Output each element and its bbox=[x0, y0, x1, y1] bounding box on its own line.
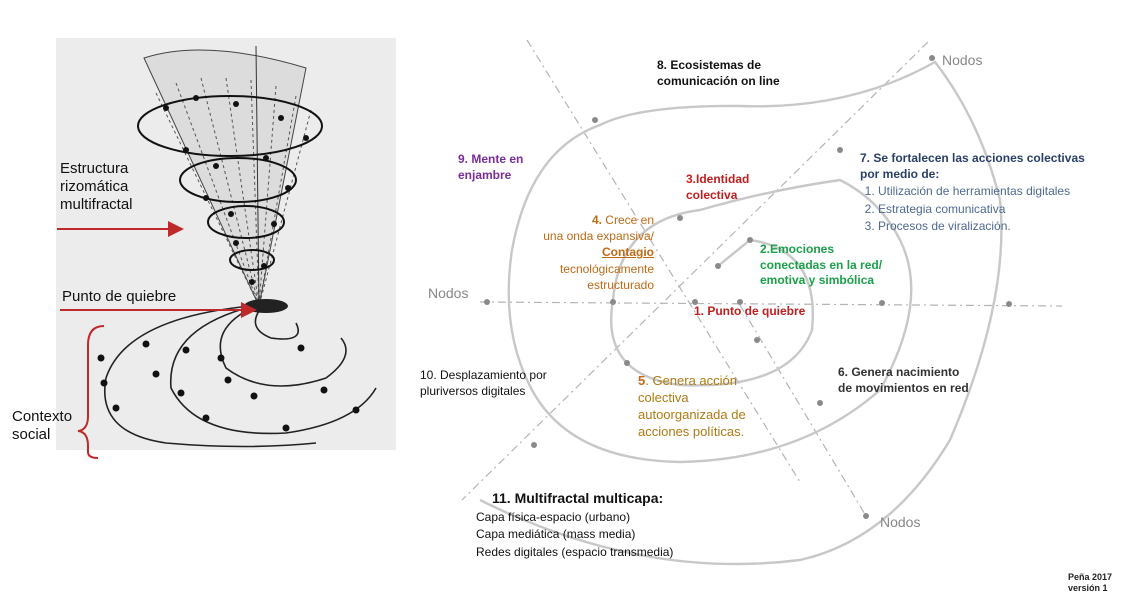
list-item: Capa física-espacio (urbano) bbox=[476, 509, 631, 524]
step-7-list: Utilización de herramientas digitales Es… bbox=[860, 183, 1085, 234]
step-1-label: 1. Punto de quiebre bbox=[694, 304, 806, 318]
rhizome-cone-image bbox=[56, 38, 396, 450]
step-11-block: 11. Multifractal multicapa: Capa física-… bbox=[476, 490, 673, 561]
list-item: Utilización de herramientas digitales bbox=[878, 183, 1085, 199]
list-item: Capa mediática (mass media) bbox=[476, 527, 636, 542]
step-7-block: 7. Se fortalecen las acciones colectivas… bbox=[860, 150, 1085, 235]
step-4-label: 4. Crece en una onda expansiva/ Contagio… bbox=[543, 213, 654, 292]
list-item: Procesos de viralización. bbox=[878, 218, 1085, 234]
structure-label: Estructura rizomática multifractal bbox=[60, 160, 133, 213]
list-item: Estrategia comunicativa bbox=[878, 201, 1085, 217]
context-bracket bbox=[77, 325, 105, 459]
social-context-label: Contexto social bbox=[12, 408, 73, 443]
nodes-label-left: Nodos bbox=[428, 285, 469, 301]
nodes-label-top: Nodos bbox=[942, 52, 983, 68]
list-item: Redes digitales (espacio transmedia) bbox=[476, 544, 674, 559]
nodes-label-bottom: Nodos bbox=[880, 514, 921, 530]
step-5-label: 5. Genera acción colectiva autoorganizad… bbox=[638, 373, 746, 439]
break-point-label: Punto de quiebre bbox=[62, 288, 177, 305]
diagram-axes bbox=[461, 39, 1063, 517]
